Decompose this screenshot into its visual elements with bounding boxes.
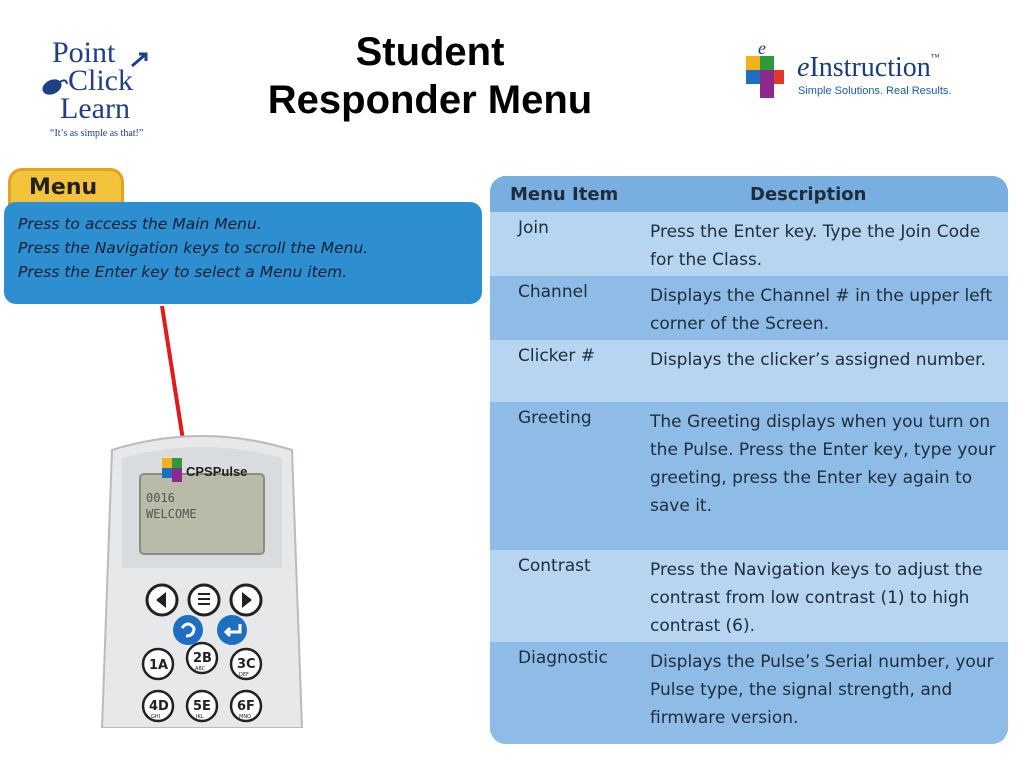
table-row: Greeting The Greeting displays when you …: [490, 402, 1008, 550]
row-description: Press the Navigation keys to adjust the …: [650, 560, 983, 636]
mouse-icon: [42, 79, 68, 95]
table-header: Menu Item Description: [490, 176, 1008, 212]
menu-callout-line: Press the Navigation keys to scroll the …: [18, 239, 369, 257]
row-item: Diagnostic: [518, 648, 608, 668]
key-sub-label: GHI: [151, 714, 160, 720]
cps-pulse-clicker: CPSPulse 0016 WELCOME 1A 2B ABC 3C DEF 4…: [100, 435, 304, 728]
key-sub-label: ABC: [195, 666, 206, 672]
page-title: Student Responder Menu: [230, 28, 630, 124]
menu-item-table: Menu Item Description Join Press the Ent…: [490, 176, 1008, 744]
einstruction-e: e: [797, 52, 810, 83]
header-description: Description: [750, 184, 867, 205]
key-3c[interactable]: 3C DEF: [229, 647, 263, 681]
key-label: 1A: [149, 658, 168, 673]
clicker-brand: CPSPulse: [186, 464, 247, 479]
table-row: Channel Displays the Channel # in the up…: [490, 276, 1008, 340]
key-5e[interactable]: 5E JKL: [185, 689, 219, 723]
key-label: 3C: [237, 657, 256, 672]
table-row: Join Press the Enter key. Type the Join …: [490, 212, 1008, 276]
logo-word-learn: Learn: [60, 92, 130, 125]
menu-callout-box: Press to access the Main Menu. Press the…: [4, 202, 482, 304]
header-menu-item: Menu Item: [510, 184, 619, 205]
menu-tab-label: Menu: [29, 175, 98, 200]
menu-callout-line: Press to access the Main Menu.: [18, 215, 262, 233]
table-row: Contrast Press the Navigation keys to ad…: [490, 550, 1008, 642]
einstruction-name: eInstruction™: [797, 52, 940, 84]
row-description: The Greeting displays when you turn on t…: [650, 412, 996, 516]
key-6f[interactable]: 6F MNO: [229, 689, 263, 723]
arrow-icon: [131, 52, 148, 68]
einstruction-mark-icon: e: [746, 40, 784, 98]
key-1a[interactable]: 1A: [141, 647, 175, 681]
back-button[interactable]: [173, 615, 203, 645]
title-line-1: Student: [355, 30, 505, 74]
svg-text:e: e: [758, 40, 766, 58]
row-description: Displays the clicker’s assigned number.: [650, 350, 986, 370]
table-row: Diagnostic Displays the Pulse’s Serial n…: [490, 642, 1008, 744]
key-sub-label: DEF: [239, 672, 249, 678]
key-label: 2B: [193, 651, 212, 666]
logo-tagline: “It’s as simple as that!”: [50, 128, 144, 139]
row-description: Displays the Pulse’s Serial number, your…: [650, 652, 994, 728]
key-2b[interactable]: 2B ABC: [185, 641, 219, 675]
menu-callout-line: Press the Enter key to select a Menu ite…: [18, 263, 348, 281]
logo-word-click: Click: [68, 64, 133, 97]
row-item: Contrast: [518, 556, 591, 576]
row-description: Displays the Channel # in the upper left…: [650, 286, 993, 334]
point-click-learn-logo: Point Click Learn “It’s as simple as tha…: [30, 38, 170, 148]
key-label: 4D: [149, 699, 169, 714]
row-item: Greeting: [518, 408, 592, 428]
row-item: Clicker #: [518, 346, 595, 366]
einstruction-word: Instruction: [809, 52, 931, 83]
key-sub-label: MNO: [239, 714, 251, 720]
trademark: ™: [930, 52, 940, 62]
key-4d[interactable]: 4D GHI: [141, 689, 175, 723]
key-label: 5E: [193, 699, 211, 714]
table-row: Clicker # Displays the clicker’s assigne…: [490, 340, 1008, 402]
key-sub-label: JKL: [195, 714, 204, 720]
row-item: Channel: [518, 282, 588, 302]
title-line-2: Responder Menu: [267, 78, 593, 122]
einstruction-slogan: Simple Solutions. Real Results.: [798, 85, 952, 97]
enter-button[interactable]: [217, 615, 247, 645]
row-description: Press the Enter key. Type the Join Code …: [650, 222, 981, 270]
key-label: 6F: [237, 699, 255, 714]
row-item: Join: [518, 218, 549, 238]
clicker-screen: [139, 473, 265, 555]
clicker-screen-text: 0016: [146, 491, 175, 505]
logo-word-point: Point: [52, 36, 116, 69]
clicker-screen-text: WELCOME: [146, 507, 197, 521]
einstruction-logo: e eInstruction™ Simple Solutions. Real R…: [740, 40, 990, 110]
